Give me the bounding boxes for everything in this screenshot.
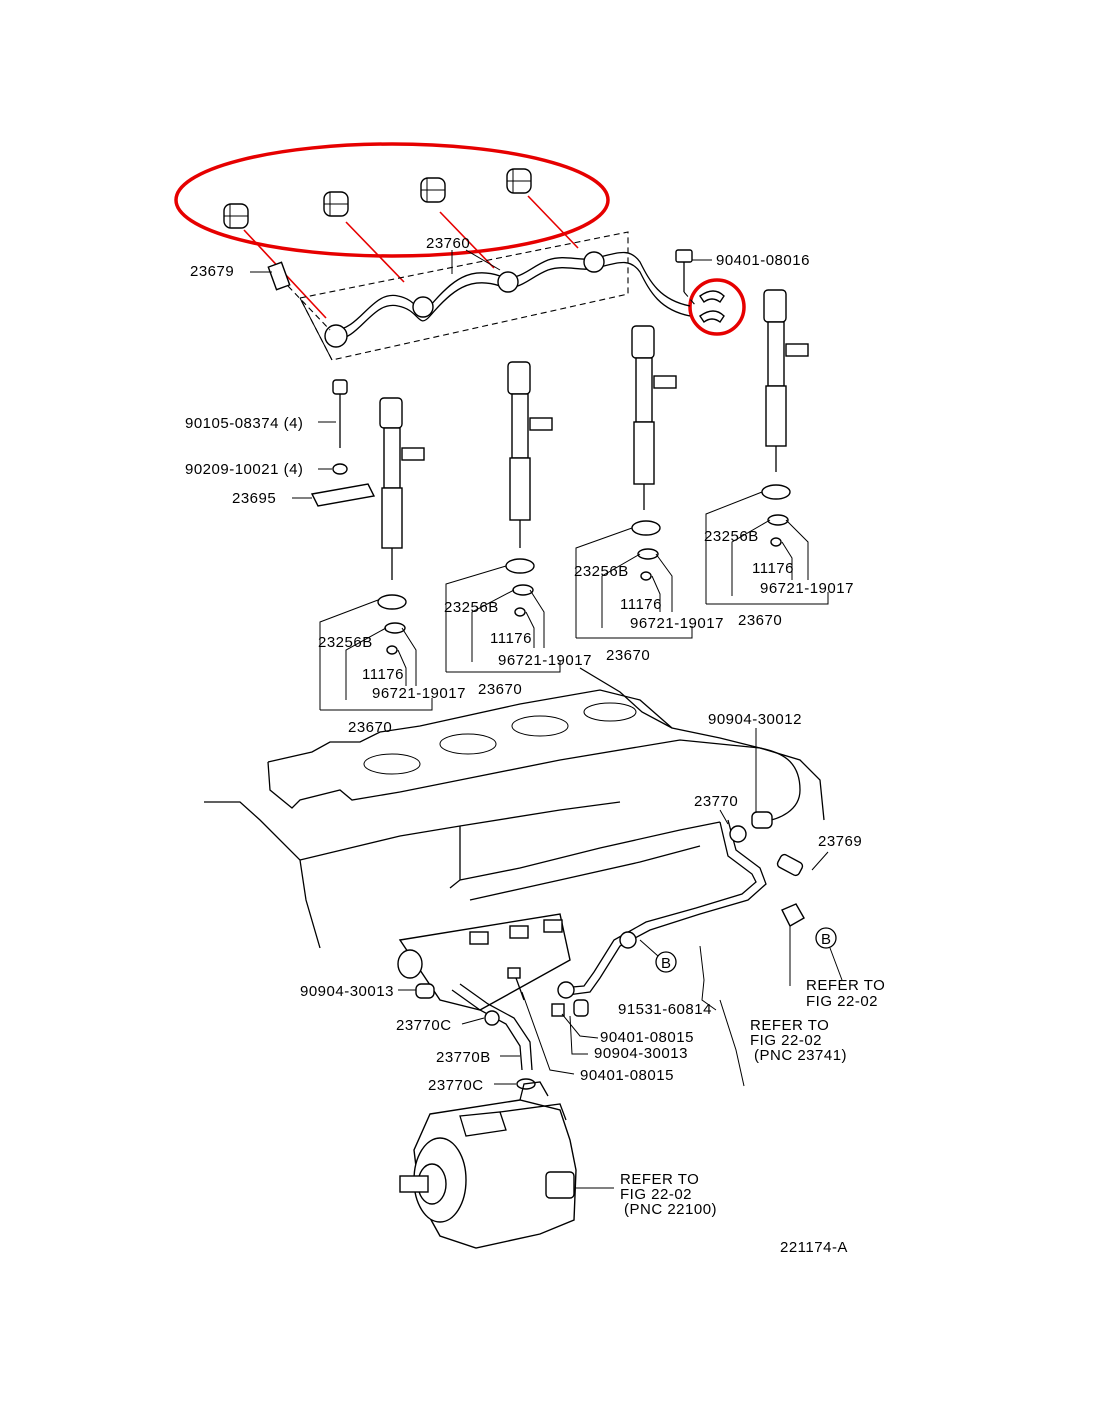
refer-1-line-1: REFER TO bbox=[806, 977, 885, 994]
label-90209-10021: 90209-10021 (4) bbox=[185, 461, 303, 478]
fuel-pipe-23770-icon bbox=[557, 819, 767, 999]
highlight-ellipse-clamps bbox=[174, 142, 610, 258]
bolt-90105-08374-icon bbox=[318, 379, 348, 448]
marker-b-1-circle bbox=[655, 951, 677, 973]
label-23695: 23695 bbox=[232, 490, 276, 507]
clamp-23695-icon bbox=[292, 483, 376, 507]
marker-b-1: B bbox=[661, 955, 672, 972]
label-23670-4: 23670 bbox=[738, 612, 782, 629]
diagram-id: 221174-A bbox=[780, 1239, 848, 1256]
label-96721-19017-4: 96721-19017 bbox=[760, 580, 854, 597]
label-90904-30013-b: 90904-30013 bbox=[594, 1045, 688, 1062]
label-11176-2: 11176 bbox=[490, 630, 532, 647]
injector-1-icon bbox=[379, 397, 425, 580]
refer-2-line-1: REFER TO bbox=[750, 1017, 829, 1034]
marker-b-2: B bbox=[821, 931, 832, 948]
label-96721-19017-3: 96721-19017 bbox=[630, 615, 724, 632]
bolt-90401-08016-icon bbox=[675, 249, 712, 307]
bolt-90401-08015-b-icon bbox=[551, 1003, 599, 1039]
refer-3-line-1: REFER TO bbox=[620, 1171, 699, 1188]
injector-4-icon bbox=[763, 289, 809, 472]
label-23256b-3: 23256B bbox=[574, 563, 629, 580]
label-11176-4: 11176 bbox=[752, 560, 794, 577]
label-23769: 23769 bbox=[818, 833, 862, 850]
label-96721-19017-1: 96721-19017 bbox=[372, 685, 466, 702]
clamp-90904-30012-icon bbox=[751, 728, 773, 829]
label-23256b-4: 23256B bbox=[704, 528, 759, 545]
bolt-90401-08015-icon bbox=[507, 967, 575, 1075]
refer-1-line-2: FIG 22-02 bbox=[806, 993, 878, 1010]
clamp-90904-30013-a-icon bbox=[415, 983, 435, 999]
label-23770c-b: 23770C bbox=[428, 1077, 484, 1094]
label-90105-08374: 90105-08374 (4) bbox=[185, 415, 303, 432]
label-90401-08016: 90401-08016 bbox=[716, 252, 810, 269]
label-23770c-a: 23770C bbox=[396, 1017, 452, 1034]
seal-kit-1-icon bbox=[319, 594, 433, 711]
injector-3-icon bbox=[631, 325, 677, 510]
fuel-pump-icon bbox=[399, 1081, 577, 1249]
label-23670-1: 23670 bbox=[348, 719, 392, 736]
label-11176-3: 11176 bbox=[620, 596, 662, 613]
label-23760: 23760 bbox=[426, 235, 470, 252]
clip-icon bbox=[781, 903, 805, 986]
label-23679: 23679 bbox=[190, 263, 234, 280]
label-23670-2: 23670 bbox=[478, 681, 522, 698]
label-90904-30012: 90904-30012 bbox=[708, 711, 802, 728]
label-23770b: 23770B bbox=[436, 1049, 491, 1066]
washer-90209-10021-icon bbox=[318, 463, 348, 475]
refer-3-line-2: FIG 22-02 bbox=[620, 1186, 692, 1203]
label-11176-1: 11176 bbox=[362, 666, 404, 683]
fuel-line-assembly-23760 bbox=[299, 231, 691, 361]
seal-kit-4-icon bbox=[705, 484, 829, 605]
engine-head-outline bbox=[204, 667, 825, 949]
common-rail-icon bbox=[397, 913, 571, 1011]
label-90904-30013-a: 90904-30013 bbox=[300, 983, 394, 1000]
label-91531-60814: 91531-60814 bbox=[618, 1001, 712, 1018]
label-23256b-2: 23256B bbox=[444, 599, 499, 616]
label-23770: 23770 bbox=[694, 793, 738, 810]
marker-b-2-circle bbox=[815, 927, 837, 949]
seal-kit-3-icon bbox=[575, 520, 693, 639]
part-23679-icon bbox=[250, 261, 331, 331]
highlight-circle-clamp bbox=[688, 278, 746, 336]
seal-kit-2-icon bbox=[445, 558, 561, 673]
refer-2-line-2: FIG 22-02 bbox=[750, 1032, 822, 1049]
hose-23770b-icon bbox=[451, 983, 536, 1090]
label-23256b-1: 23256B bbox=[318, 634, 373, 651]
refer-3-line-3: (PNC 22100) bbox=[624, 1201, 717, 1218]
clamp-90904-30013-b-icon bbox=[569, 999, 589, 1055]
label-90401-08015-a: 90401-08015 bbox=[600, 1029, 694, 1046]
label-96721-19017-2: 96721-19017 bbox=[498, 652, 592, 669]
clamp-cushion-icons bbox=[223, 168, 532, 229]
fitting-23769-icon bbox=[776, 851, 829, 877]
label-90401-08015-b: 90401-08015 bbox=[580, 1067, 674, 1084]
label-23670-3: 23670 bbox=[606, 647, 650, 664]
refer-2-line-3: (PNC 23741) bbox=[754, 1047, 847, 1064]
injector-2-icon bbox=[507, 361, 553, 548]
return-hose-icon bbox=[699, 945, 717, 1011]
clamp-bracket-icon bbox=[699, 290, 725, 324]
